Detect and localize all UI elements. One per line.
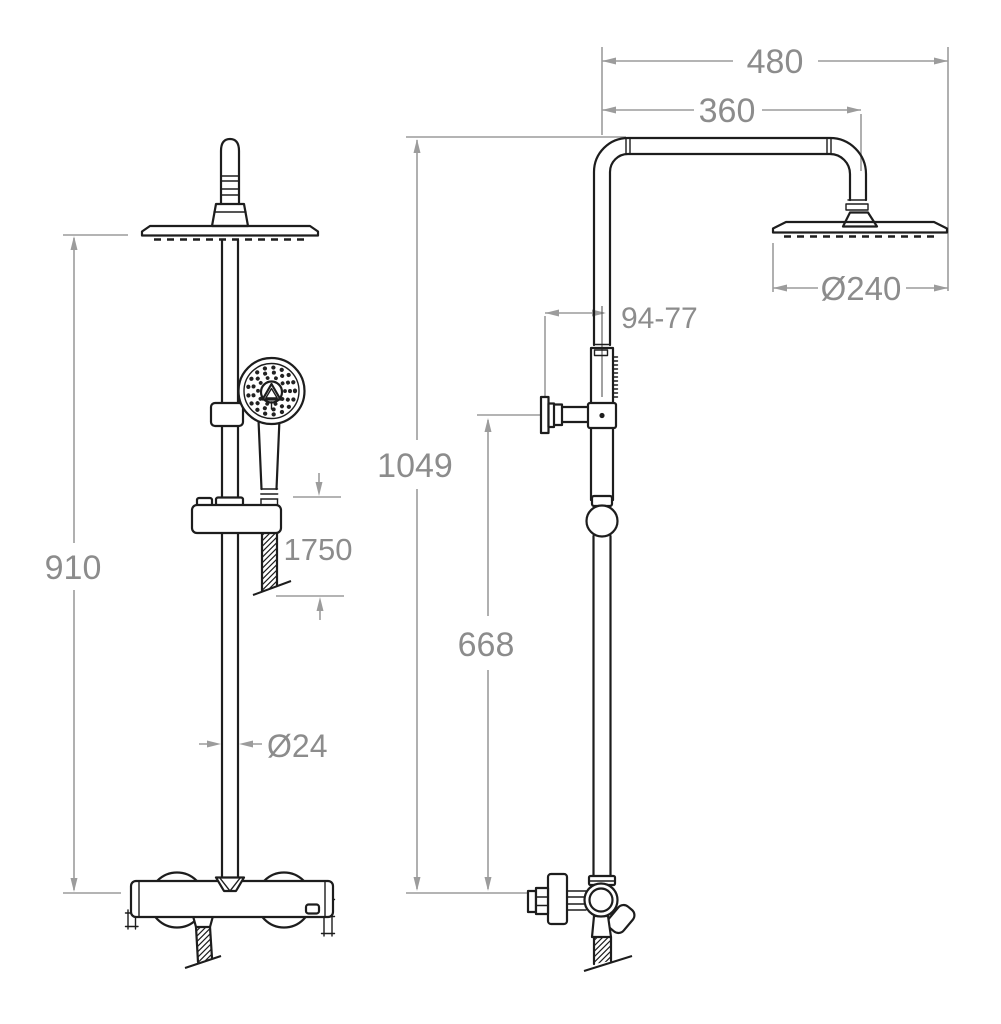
dim-overall-height: 1049 (377, 136, 626, 894)
hand-shower-hose-front (252, 531, 292, 596)
shower-arm-side (592, 136, 879, 347)
shower-arm-front (210, 137, 250, 228)
mixer-valve-side (526, 872, 636, 972)
dim-pipe-diameter: Ø24 (199, 728, 327, 764)
dim-bracket-height-label: 668 (458, 626, 515, 664)
dim-pipe-diameter-label: Ø24 (267, 728, 327, 764)
diverter-knob-side (606, 903, 636, 935)
mixer-hose-side (583, 935, 633, 972)
slider-bracket-front (190, 496, 283, 535)
dimensions: 910 1750 Ø24 480 360 (45, 43, 949, 894)
diverter-knob-front (304, 903, 321, 915)
dim-column-height-label: 910 (45, 549, 102, 587)
dim-head-diameter-label: Ø240 (821, 270, 902, 307)
hand-shower-logo-icon (259, 380, 284, 410)
dim-wall-distance-label: 94-77 (621, 302, 698, 335)
pipe-clamp-front (209, 401, 245, 428)
dim-arm-width-label: 360 (699, 92, 756, 130)
dim-column-height: 910 (45, 234, 128, 894)
slider-knob-side (585, 504, 619, 538)
side-view (526, 136, 949, 972)
dim-wall-distance: 94-77 (544, 302, 698, 396)
dim-bracket-height: 668 (458, 414, 543, 891)
dim-arm-width: 360 (602, 92, 862, 171)
shower-pipe-front (220, 238, 240, 880)
hand-shower-head (237, 356, 306, 426)
dim-overall-width: 480 (601, 43, 949, 291)
bracket-screw (599, 412, 605, 419)
wall-bracket (539, 395, 618, 435)
mixer-valve-front (124, 871, 336, 969)
dim-head-diameter: Ø240 (772, 243, 948, 307)
rain-shower-head-front (140, 224, 320, 241)
rain-shower-head-side (771, 220, 949, 238)
mixer-hose-front (184, 925, 222, 969)
shower-pipe-side (592, 534, 612, 880)
dim-overall-height-label: 1049 (377, 447, 453, 485)
dim-overall-width-label: 480 (747, 43, 804, 81)
hand-shower-handle (257, 417, 281, 506)
front-view (124, 137, 336, 969)
dim-hose-length-label: 1750 (284, 532, 353, 567)
dim-hose-length: 1750 (276, 473, 352, 620)
